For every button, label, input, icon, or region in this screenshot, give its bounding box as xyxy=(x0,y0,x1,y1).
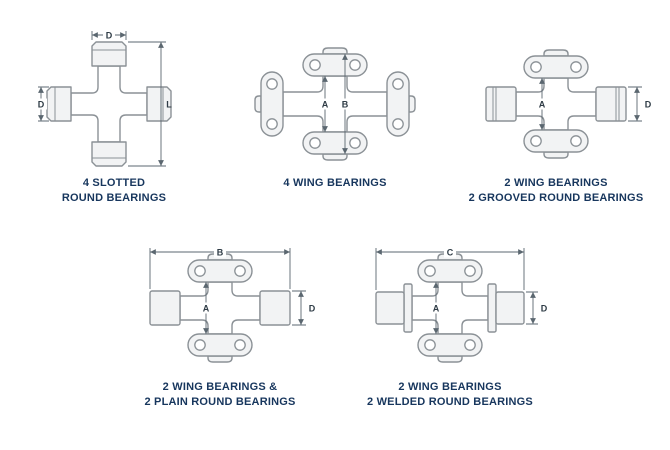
universal-joint xyxy=(46,41,172,167)
grooved-round-bearing-right xyxy=(595,86,627,122)
diagram-2-wing-2-welded: C A D 2 WING BEARINGS 2 WELDED ROUND BEA… xyxy=(350,230,550,410)
welded-round-bearing-left xyxy=(375,282,413,333)
diagram-caption: 2 WING BEARINGS 2 GROOVED ROUND BEARINGS xyxy=(456,176,656,206)
caption-line: 2 WING BEARINGS xyxy=(398,380,502,393)
dim-label-a: A xyxy=(203,303,210,313)
caption-line: 4 WING BEARINGS xyxy=(283,177,387,189)
universal-joint xyxy=(254,47,416,161)
cross-body xyxy=(411,280,489,335)
dim-label-a: A xyxy=(539,100,546,110)
dim-label-d: D xyxy=(541,303,548,313)
slotted-bearing-left xyxy=(46,86,72,122)
universal-joint xyxy=(149,252,291,363)
caption-line: 2 GROOVED ROUND BEARINGS xyxy=(468,191,644,204)
wing-bearing-top xyxy=(302,47,368,77)
caption-line: ROUND BEARINGS xyxy=(61,191,167,204)
wing-bearing-bottom xyxy=(523,129,589,159)
wing-bearing-left xyxy=(254,71,284,137)
dim-label-c: C xyxy=(447,247,454,257)
cross-body xyxy=(70,65,148,143)
cross-body xyxy=(515,77,597,131)
wing-bearing-bottom xyxy=(417,332,483,363)
universal-joint xyxy=(375,252,525,363)
joint-drawing-2-wing-2-plain: B A D xyxy=(149,246,316,363)
caption-line: 2 WING BEARINGS & xyxy=(162,380,278,393)
bottom-row: B A D 2 WING BEARINGS & 2 PLAIN ROUND BE… xyxy=(0,230,670,410)
wing-bearing-bottom xyxy=(302,131,368,161)
diagram-caption: 2 WING BEARINGS 2 WELDED ROUND BEARINGS xyxy=(350,380,550,410)
wing-bearing-top xyxy=(187,252,253,283)
welded-round-bearing-right xyxy=(487,282,525,333)
diagram-caption: 4 WING BEARINGS xyxy=(235,176,435,191)
dimension-lines xyxy=(38,31,166,167)
dim-label-a: A xyxy=(433,303,440,313)
slotted-bearing-top xyxy=(91,41,127,67)
dim-label-d: D xyxy=(309,303,316,313)
joint-drawing-2-wing-2-welded: C A D xyxy=(375,246,548,363)
slotted-bearing-bottom xyxy=(91,141,127,167)
grooved-round-bearing-left xyxy=(485,86,517,122)
diagram-caption: 4 SLOTTED ROUND BEARINGS xyxy=(14,176,214,206)
caption-line: 2 WING BEARINGS xyxy=(504,177,608,189)
caption-line: 2 PLAIN ROUND BEARINGS xyxy=(144,395,296,408)
diagram-4-slotted-round: D D L 4 SLOTTED ROUND BEARINGS xyxy=(14,26,214,206)
joint-drawing-4-slotted-round: D D L xyxy=(35,29,172,167)
wing-bearing-right xyxy=(386,71,416,137)
wing-bearing-top xyxy=(523,49,589,79)
universal-joint xyxy=(485,49,627,159)
diagram-2-wing-2-plain: B A D 2 WING BEARINGS & 2 PLAIN ROUND BE… xyxy=(120,230,320,410)
dim-label-d-top: D xyxy=(106,31,113,41)
diagram-caption: 2 WING BEARINGS & 2 PLAIN ROUND BEARINGS xyxy=(120,380,320,410)
dim-label-d: D xyxy=(645,100,652,110)
caption-line: 4 SLOTTED xyxy=(82,177,146,189)
caption-line: 2 WELDED ROUND BEARINGS xyxy=(367,395,533,408)
joint-drawing-2-wing-2-grooved: A D xyxy=(485,49,652,159)
dim-label-l: L xyxy=(166,100,172,110)
wing-bearing-top xyxy=(417,252,483,283)
wing-bearing-bottom xyxy=(187,332,253,363)
plain-round-bearing-right xyxy=(259,289,291,326)
dim-label-b: B xyxy=(342,100,349,110)
dim-label-a: A xyxy=(322,100,329,110)
diagram-2-wing-2-grooved: A D 2 WING BEARINGS 2 GROOVED ROUND BEAR… xyxy=(456,26,656,206)
top-row: D D L 4 SLOTTED ROUND BEARINGS xyxy=(0,26,670,206)
dim-label-b: B xyxy=(217,247,224,257)
diagram-4-wing: A B 4 WING BEARINGS xyxy=(235,26,435,206)
plain-round-bearing-left xyxy=(149,289,181,326)
cross-body xyxy=(179,280,261,335)
cross-body xyxy=(282,75,388,133)
dim-label-d-left: D xyxy=(38,100,45,110)
joint-drawing-4-wing: A B xyxy=(254,47,416,161)
